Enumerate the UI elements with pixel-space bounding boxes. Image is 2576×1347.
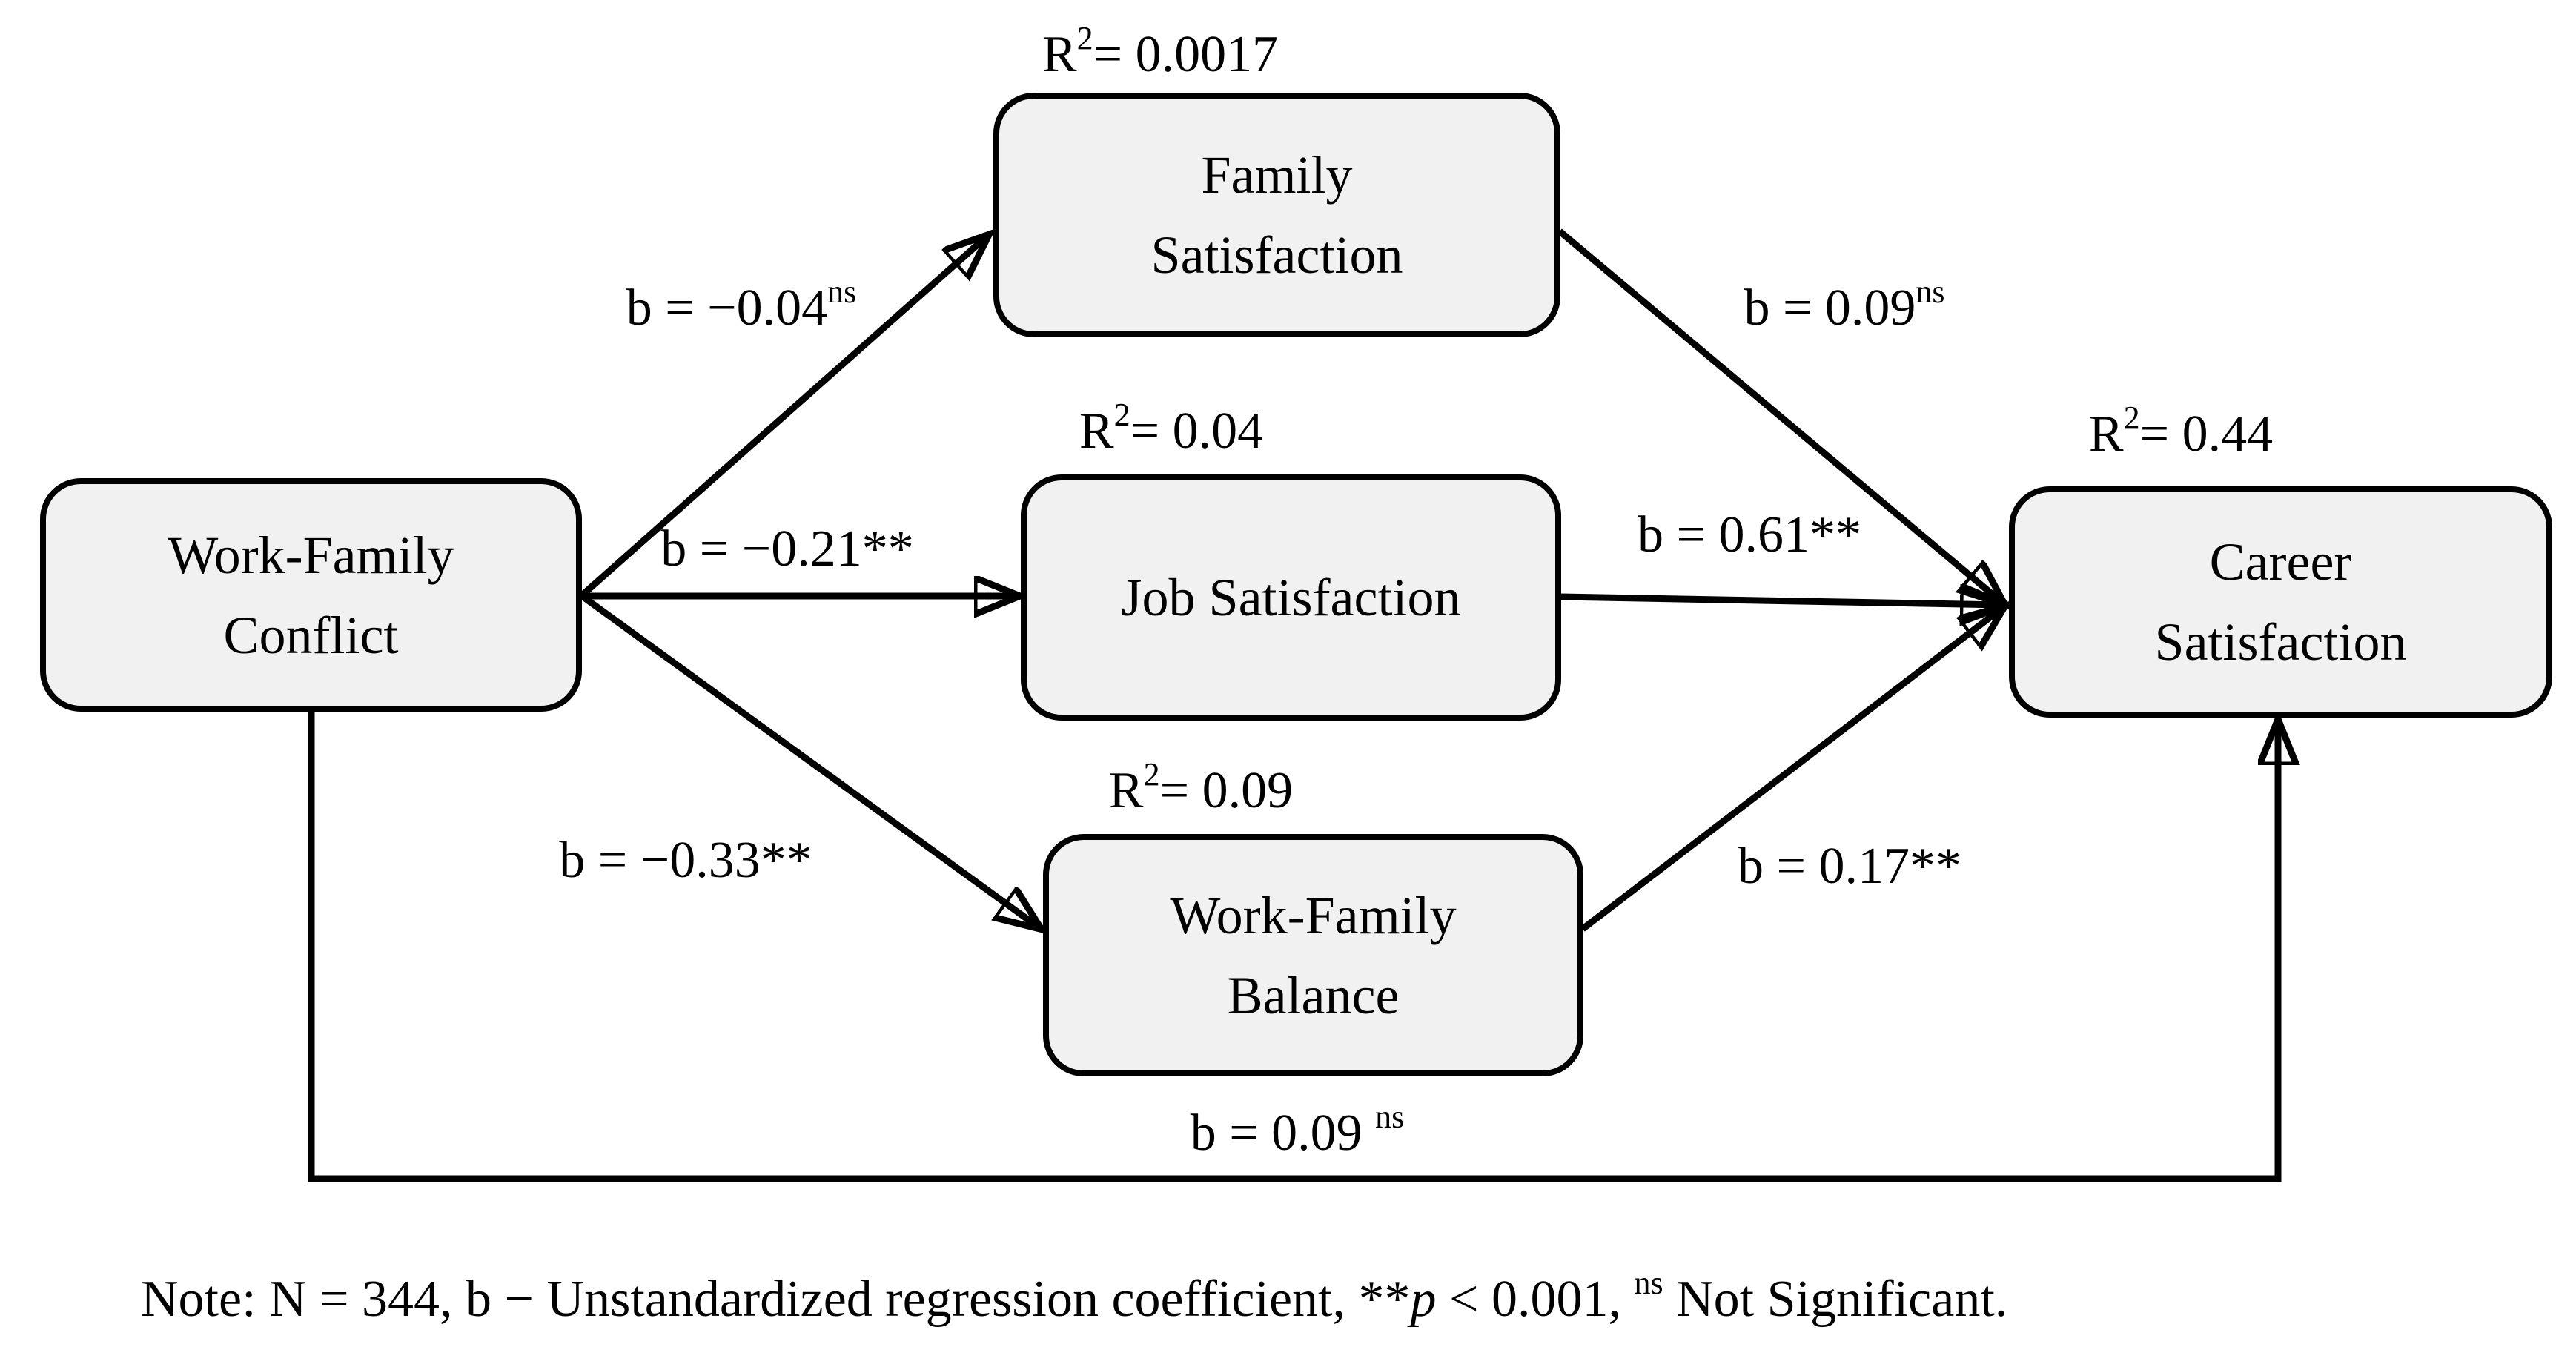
r2-prefix: R (1042, 26, 1077, 83)
arrow-family-to-career (1557, 228, 2001, 602)
coefficient-text: b = 0.61** (1638, 506, 1861, 563)
significance-superscript: ns (1916, 274, 1945, 310)
r2-superscript: 2 (2123, 400, 2140, 436)
r2-prefix: R (1079, 403, 1114, 460)
coefficient-text: b = 0.17** (1738, 838, 1961, 895)
r2-label-career-satisfaction: R2= 0.44 (2089, 399, 2273, 464)
node-label-line: Career (2209, 532, 2352, 592)
node-label-line: Work-Family (1170, 885, 1457, 945)
edge-label-family-to-career: b = 0.09ns (1744, 273, 1944, 338)
node-label-line: Satisfaction (1150, 225, 1403, 285)
node-label-line: Family (1201, 145, 1353, 205)
edge-label-wfc-to-family: b = −0.04ns (626, 273, 857, 338)
figure-note: Note: N = 344, b − Unstandardized regres… (141, 1264, 2007, 1329)
significance-superscript: ns (827, 274, 857, 310)
node-work-family-balance: Work-Family Balance (1043, 834, 1583, 1076)
r2-label-job-satisfaction: R2= 0.04 (1079, 396, 1263, 461)
r2-label-family-satisfaction: R2= 0.0017 (1042, 19, 1278, 85)
edge-label-wfc-to-career-direct: b = 0.09 ns (1191, 1098, 1405, 1163)
r2-value: = 0.09 (1159, 762, 1294, 819)
r2-superscript: 2 (1076, 20, 1093, 56)
r2-prefix: R (1108, 762, 1144, 819)
r2-value: = 0.0017 (1093, 26, 1279, 83)
r2-value: = 0.44 (2139, 406, 2274, 463)
edge-label-wfc-to-job: b = −0.21** (660, 514, 913, 579)
arrow-balance-to-career (1580, 609, 2001, 932)
note-ns-superscript: ns (1634, 1265, 1663, 1301)
coefficient-text: b = 0.09 (1190, 1105, 1376, 1162)
note-p-italic: p (1410, 1271, 1437, 1328)
node-family-satisfaction: Family Satisfaction (993, 93, 1560, 337)
arrow-wfc-to-family (580, 237, 986, 598)
note-text: < 0.001, (1436, 1271, 1635, 1328)
coefficient-text: b = 0.09 (1744, 279, 1916, 337)
coefficient-text: b = −0.04 (626, 279, 828, 337)
edge-label-wfc-to-balance: b = −0.33** (559, 825, 812, 890)
node-label-line: Satisfaction (2154, 612, 2407, 672)
r2-value: = 0.04 (1130, 403, 1264, 460)
coefficient-text: b = −0.21** (660, 520, 914, 577)
node-label-line: Work-Family (168, 525, 454, 585)
arrow-wfc-to-career-direct (308, 709, 2278, 1182)
r2-label-work-family-balance: R2= 0.09 (1109, 755, 1293, 821)
note-text: Note: N = 344, b − Unstandardized regres… (141, 1271, 1411, 1328)
arrow-wfc-to-balance (580, 593, 1038, 927)
r2-superscript: 2 (1113, 397, 1130, 433)
coefficient-text: b = −0.33** (559, 832, 812, 889)
arrow-job-to-career (1560, 597, 2001, 605)
node-label-line: Conflict (223, 605, 399, 665)
node-label-line: Balance (1227, 965, 1400, 1025)
significance-superscript: ns (1375, 1099, 1405, 1135)
node-label-line: Job Satisfaction (1121, 568, 1461, 627)
r2-prefix: R (2088, 406, 2124, 463)
node-career-satisfaction: Career Satisfaction (2009, 486, 2552, 718)
node-work-family-conflict: Work-Family Conflict (40, 478, 582, 712)
r2-superscript: 2 (1143, 756, 1160, 792)
edge-label-job-to-career: b = 0.61** (1638, 500, 1861, 565)
edge-label-balance-to-career: b = 0.17** (1738, 831, 1961, 896)
node-job-satisfaction: Job Satisfaction (1021, 474, 1561, 721)
note-text: Not Significant. (1663, 1271, 2008, 1328)
